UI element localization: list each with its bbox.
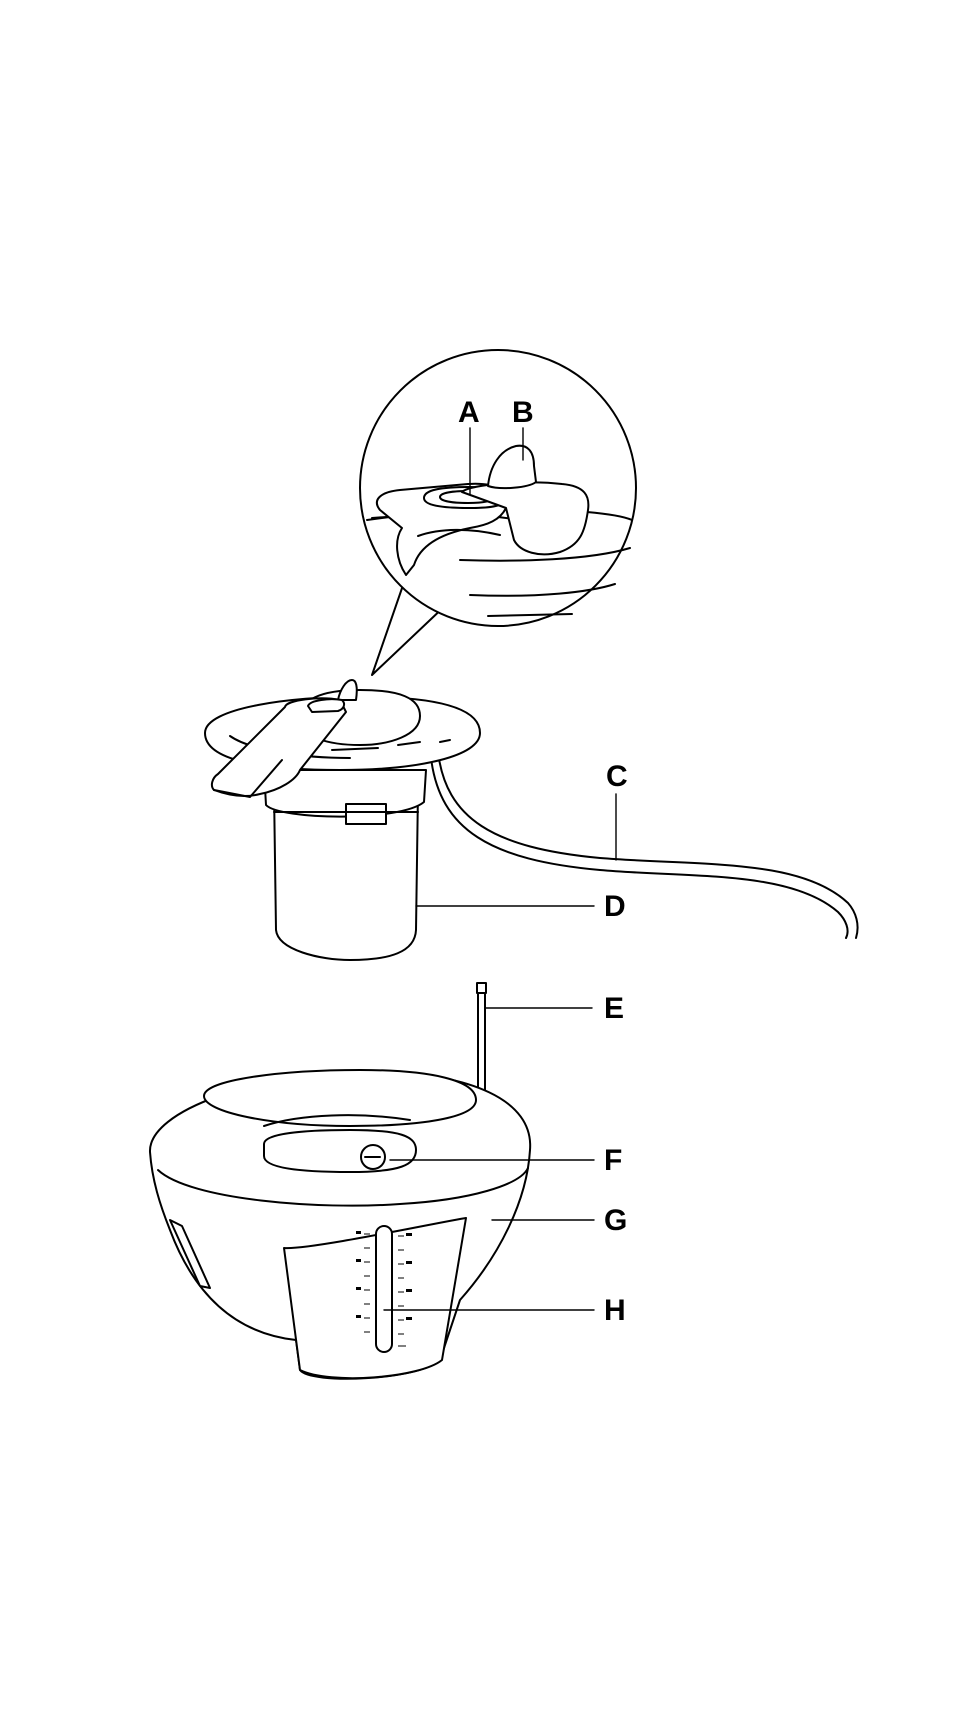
power-cord [438, 752, 858, 938]
label-f: F [604, 1144, 622, 1177]
zoom-detail [360, 350, 636, 675]
label-g: G [604, 1204, 627, 1237]
label-b: B [512, 396, 534, 429]
label-c: C [606, 760, 628, 793]
upper-unit [205, 680, 858, 960]
label-a: A [458, 396, 480, 429]
label-d: D [604, 890, 626, 923]
label-e: E [604, 992, 624, 1025]
level-window [376, 1226, 392, 1352]
label-h: H [604, 1294, 626, 1327]
base-unit [150, 983, 594, 1379]
